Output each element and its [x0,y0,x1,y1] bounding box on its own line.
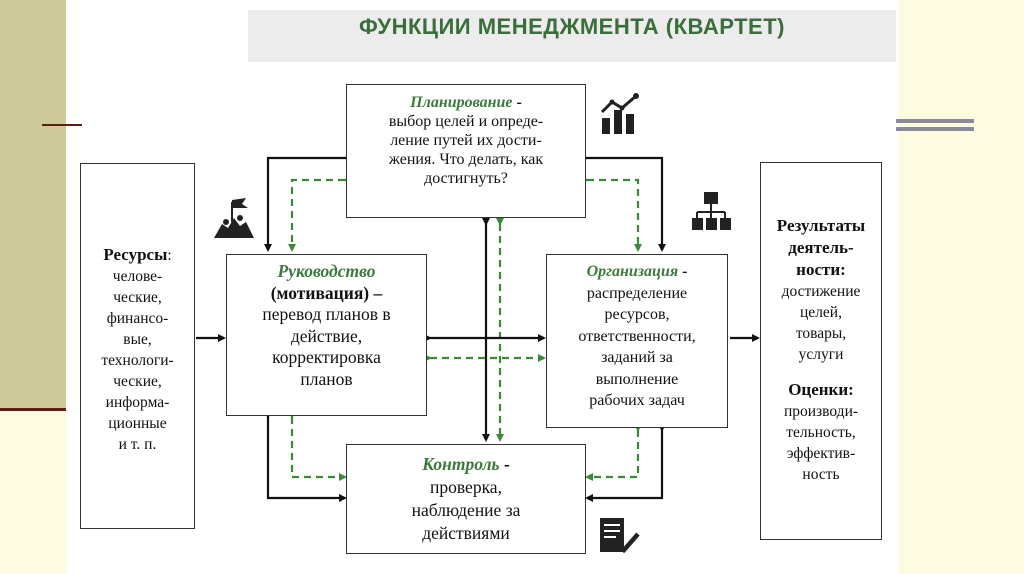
resources-colon: : [167,247,172,264]
resources-box: Ресурсы: челове- ческие, финансо- вые, т… [80,163,195,529]
resources-line: и т. п. [118,436,157,453]
results-box: Результаты деятель- ности: достижение це… [760,162,882,540]
planning-line: ление путей их дости- [390,132,542,149]
evaluations-line: ность [802,466,840,483]
organization-line: заданий за [601,349,673,366]
results-line: целей, [800,304,842,321]
resources-line: технологи- [101,352,174,369]
organization-box: Организация - распределение ресурсов, от… [546,254,728,428]
deco-line-right [896,119,974,123]
resources-line: финансо- [106,310,169,327]
evaluations-heading: Оценки: [788,380,854,399]
title-bar [248,10,896,62]
arrow-organization-control [585,424,666,502]
arrow-leadership-control-dashed [288,411,347,481]
evaluations-line: эффектив- [786,445,856,462]
sidebar-rule [0,408,66,411]
organization-line: ресурсов, [604,306,670,323]
organization-dash: - [678,263,688,280]
organization-line: распределение [586,284,688,302]
evaluations-line: производи- [783,403,859,420]
growth-chart-icon [600,93,639,134]
planning-line: жения. Что делать, как [388,151,544,168]
arrow-planning-leadership [264,154,351,252]
control-line: действиями [422,523,510,543]
results-heading: деятель- [788,238,854,257]
leadership-line: планов [300,368,353,389]
org-chart-icon [692,192,731,230]
flag-team-icon [214,198,254,238]
leadership-heading: Руководство [277,261,376,281]
leadership-subheading: (мотивация) – [270,282,383,303]
leadership-line: перевод планов в [262,304,391,324]
control-heading: Контроль [422,454,500,474]
planning-line: выбор целей и опреде- [388,113,544,130]
results-heading: ности: [796,260,846,279]
deco-line-left [42,124,82,126]
resources-line: вые, [123,331,152,348]
arrow-planning-leadership-dashed [288,176,351,252]
results-line: достижение [781,283,861,300]
arrow-organization-control-dashed [585,424,642,481]
leadership-box: Руководство (мотивация) – перевод планов… [226,254,427,416]
planning-dash: - [512,94,522,111]
organization-line: выполнение [595,370,679,388]
planning-box: Планирование - выбор целей и опреде- лен… [346,84,586,218]
slide-sidebar [0,0,66,410]
resources-line: ционные [108,415,167,432]
control-line: проверка, [430,477,502,497]
arrow-leadership-control [264,411,347,502]
leadership-line: действие, [290,325,363,346]
control-box: Контроль - проверка, наблюдение за дейст… [346,444,586,554]
deco-line-right-2 [896,127,974,131]
results-heading: Результаты [776,216,866,235]
organization-heading: Организация [586,263,679,280]
planning-heading: Планирование [410,94,513,111]
control-dash: - [499,454,510,474]
resources-line: ческие, [113,373,162,390]
checklist-icon [600,518,640,554]
arrow-planning-organization-dashed [581,176,642,252]
resources-line: ческие, [113,289,162,306]
resources-heading: Ресурсы [103,245,168,264]
arrow-planning-organization [581,154,666,252]
organization-line: рабочих задач [589,392,685,409]
planning-line: достигнуть? [424,170,508,187]
results-line: услуги [798,346,844,363]
leadership-line: корректировка [272,347,381,367]
organization-line: ответственности, [578,327,696,345]
page-title: ФУНКЦИИ МЕНЕДЖМЕНТА (КВАРТЕТ) [358,14,785,39]
resources-line: информа- [105,394,170,411]
control-line: наблюдение за [411,500,521,520]
evaluations-line: тельность, [786,424,856,441]
resources-line: челове- [112,268,163,285]
results-line: товары, [795,325,847,342]
